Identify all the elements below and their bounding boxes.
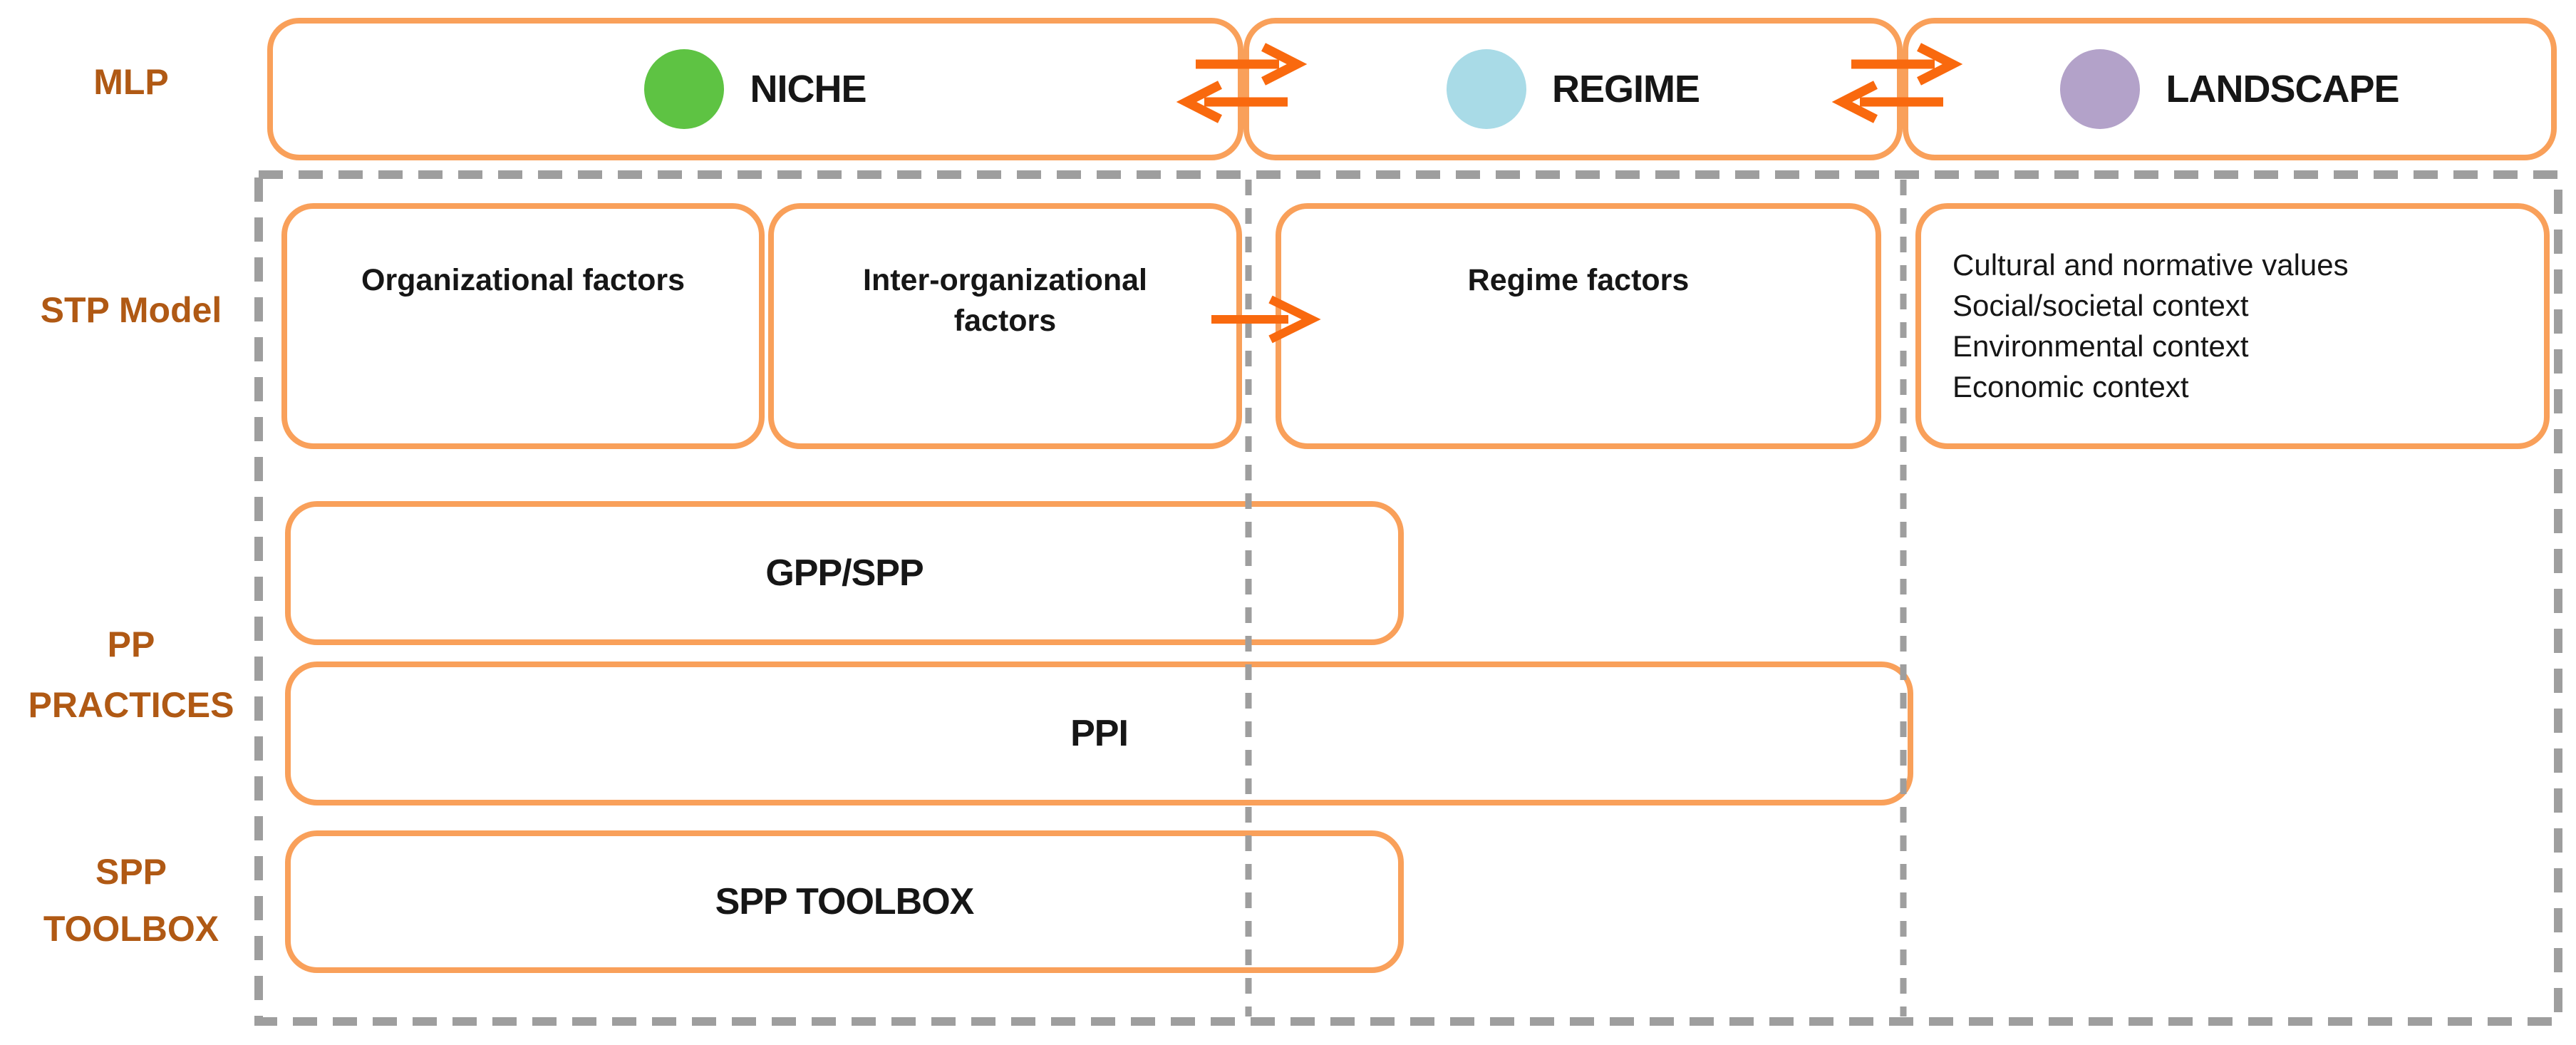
niche-circle-icon (644, 49, 725, 129)
regime-factors-box: Regime factors (1276, 203, 1881, 449)
landscape-context-line: Cultural and normative values (1952, 248, 2349, 282)
ppi-box: PPI (285, 662, 1913, 805)
pp-practices-label-line2: PRACTICES (28, 685, 234, 725)
gpp-spp-box: GPP/SPP (285, 501, 1404, 645)
organizational-factors-box: Organizational factors (281, 203, 765, 449)
organizational-factors-label: Organizational factors (361, 263, 685, 297)
niche-box-label: NICHE (750, 68, 867, 110)
row-label-mlp: MLP (0, 53, 262, 111)
pp-practices-label-line1: PP (107, 624, 155, 664)
landscape-context-box: Cultural and normative values Social/soc… (1915, 203, 2550, 449)
niche-box: NICHE (267, 18, 1243, 160)
landscape-circle-icon (2060, 49, 2141, 129)
spp-toolbox-label-line1: SPP (95, 852, 167, 892)
regime-box-label: REGIME (1551, 68, 1700, 110)
row-label-pp-practices: PP PRACTICES (0, 614, 262, 736)
landscape-context-line: Environmental context (1952, 329, 2249, 363)
mlp-label-text: MLP (93, 62, 169, 102)
stp-model-label-text: STP Model (40, 290, 222, 330)
regime-box: REGIME (1243, 18, 1903, 160)
inter-organizational-factors-label: Inter-organizational factors (863, 263, 1147, 338)
row-label-stp-model: STP Model (0, 281, 262, 339)
regime-factors-label: Regime factors (1467, 263, 1690, 297)
gpp-spp-label: GPP/SPP (765, 552, 924, 594)
inter-organizational-factors-box: Inter-organizational factors (768, 203, 1242, 449)
spp-toolbox-box-label: SPP TOOLBOX (715, 881, 975, 922)
ppi-label: PPI (1070, 713, 1129, 754)
landscape-context-line: Social/societal context (1952, 289, 2249, 322)
landscape-box: LANDSCAPE (1903, 18, 2557, 160)
row-label-spp-toolbox: SPP TOOLBOX (0, 843, 262, 957)
landscape-box-label: LANDSCAPE (2166, 68, 2399, 110)
spp-toolbox-box: SPP TOOLBOX (285, 830, 1404, 973)
spp-toolbox-label-line2: TOOLBOX (43, 909, 219, 949)
regime-circle-icon (1446, 49, 1526, 129)
landscape-context-line: Economic context (1952, 370, 2189, 403)
